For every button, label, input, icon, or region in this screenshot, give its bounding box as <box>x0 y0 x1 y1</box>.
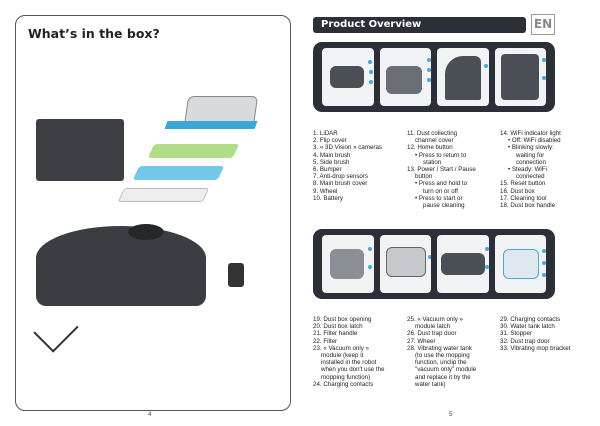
charger-adapter-image <box>228 263 244 287</box>
list-item: • Blinking slowly: <box>508 144 554 152</box>
list-item: when you don't use the <box>321 366 385 374</box>
overview-images-bottom <box>313 229 555 299</box>
list-item: 13. Power / Start / Pause <box>407 166 476 174</box>
list-item: 3. « 3D Vision » cameras <box>313 144 383 152</box>
list-item: 28. Vibrating water tank <box>407 344 472 352</box>
mop-bracket-image <box>164 121 258 129</box>
list-item: 18. Dust box handle <box>500 202 556 210</box>
list-item: 20. Dust box latch <box>313 323 363 331</box>
page-title: What’s in the box? <box>28 26 160 41</box>
list-item: turn on or off <box>423 187 458 195</box>
list-item: 23. « Vacuum only » <box>313 344 369 352</box>
robot-top-view-image <box>322 48 374 106</box>
language-badge: EN <box>531 14 555 35</box>
page-number: 5 <box>449 412 453 418</box>
list-item: 32. Dust trap door <box>500 337 550 345</box>
list-item: module latch <box>415 323 451 331</box>
list-item: 9. Wheel <box>313 187 338 195</box>
lidar-dome <box>128 224 164 240</box>
water-tank-image <box>494 235 546 293</box>
list-item: button <box>415 173 433 181</box>
robot-lid-open-image <box>437 48 489 106</box>
list-item: 19. Dust box opening <box>313 316 372 323</box>
mop-pad-white-image <box>117 188 210 202</box>
parts-list-col-3: 14. WiFi indicator light• Off: WiFi disa… <box>500 130 561 209</box>
list-item: • Press to start or <box>415 194 463 202</box>
list-item: 14. WiFi indicator light <box>500 130 561 137</box>
left-page: What’s in the box? <box>15 15 291 411</box>
list-item: • Steady: WiFi <box>508 166 547 174</box>
mop-pad-green-image <box>147 144 240 158</box>
list-item: 31. Stopper <box>500 330 532 338</box>
mop-pad-blue-image <box>132 166 225 180</box>
list-item: • Press to return to <box>415 151 467 159</box>
overview-images-top <box>313 42 555 112</box>
list-item: 2. Flip cover <box>313 137 347 145</box>
robot-underside-image <box>437 235 489 293</box>
list-item: pause cleaning <box>423 202 465 210</box>
base-station-image <box>36 119 124 181</box>
list-item: 11. Dust collecting <box>407 130 458 137</box>
side-brush-image <box>33 307 79 353</box>
list-item: 30. Water tank latch <box>500 323 555 331</box>
list-item: 22. Filter <box>313 337 338 345</box>
vacuum-module-image <box>379 235 431 293</box>
list-item: 7. Anti-drop sensors <box>313 173 369 181</box>
robot-dust-box-image <box>494 48 546 106</box>
robot-vacuum-image <box>36 226 206 306</box>
list-item: • Off: WiFi disabled <box>508 137 561 145</box>
section-header: Product Overview <box>313 17 526 33</box>
list-item: waiting for <box>516 151 545 159</box>
list-item: (to use the mopping <box>415 352 470 360</box>
list-item: 27. Wheel <box>407 337 435 345</box>
list-item: 25. « Vacuum only » <box>407 316 463 323</box>
list-item: connected <box>516 173 545 181</box>
robot-bottom-view-image <box>379 48 431 106</box>
list-item: • Press and hold to <box>415 180 468 188</box>
list-item: water tank) <box>415 380 446 388</box>
list-item: 33. Vibrating mop bracket <box>500 344 571 352</box>
list-item: installed in the robot <box>321 359 377 367</box>
list-item: mopping function) <box>321 373 371 381</box>
list-item: 6. Bumper <box>313 166 342 174</box>
list-item: 8. Main brush cover <box>313 180 368 188</box>
list-item: connection <box>516 158 546 166</box>
list-item: 16. Dust box <box>500 187 535 195</box>
list-item: 12. Home button <box>407 144 453 152</box>
list-item: 29. Charging contacts <box>500 316 561 323</box>
list-item: 10. Battery <box>313 194 343 202</box>
page-number: 4 <box>148 412 152 418</box>
list-item: channel cover <box>415 137 454 145</box>
list-item: 15. Reset button <box>500 180 546 188</box>
list-item: 17. Cleaning tool <box>500 194 547 202</box>
list-item: function, unclip the <box>415 359 467 367</box>
list-item: 1. LiDAR <box>313 130 338 137</box>
list-item: 26. Dust trap door <box>407 330 457 338</box>
list-item: and replace it by the <box>415 373 471 381</box>
list-item: module (keep it <box>321 352 364 360</box>
list-item: "vacuum only" module <box>415 366 477 374</box>
dust-box-image <box>322 235 374 293</box>
list-item: station <box>423 158 442 166</box>
list-item: 5. Side brush <box>313 158 350 166</box>
list-item: 4. Main brush <box>313 151 351 159</box>
list-item: 24. Charging contacts <box>313 380 374 388</box>
list-item: 21. Filter handle <box>313 330 358 338</box>
